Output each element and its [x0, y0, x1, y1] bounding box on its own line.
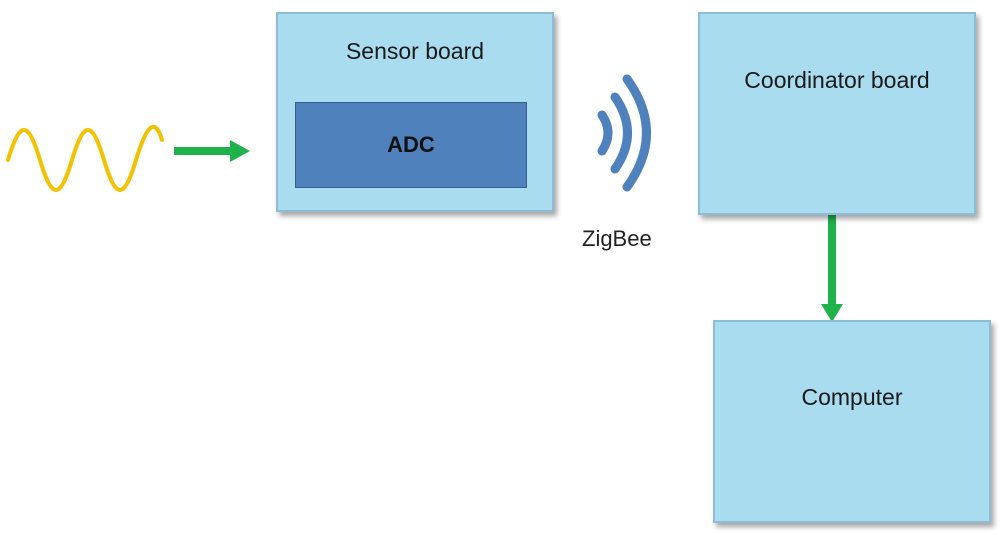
- wireless-signal-icon: [597, 74, 651, 192]
- sensor-board-block: Sensor board ADC: [276, 12, 554, 212]
- zigbee-link-label: ZigBee: [582, 226, 652, 251]
- coordinator-board-block: Coordinator board: [698, 12, 976, 215]
- adc-block: ADC: [295, 102, 527, 188]
- input-arrow: [174, 140, 250, 162]
- computer-block: Computer: [713, 320, 991, 523]
- adc-label: ADC: [387, 132, 435, 157]
- computer-label: Computer: [801, 384, 903, 410]
- sensor-board-label: Sensor board: [345, 38, 485, 64]
- sine-wave-icon: [6, 124, 164, 192]
- output-arrow: [821, 215, 843, 322]
- coordinator-board-label: Coordinator board: [744, 67, 930, 93]
